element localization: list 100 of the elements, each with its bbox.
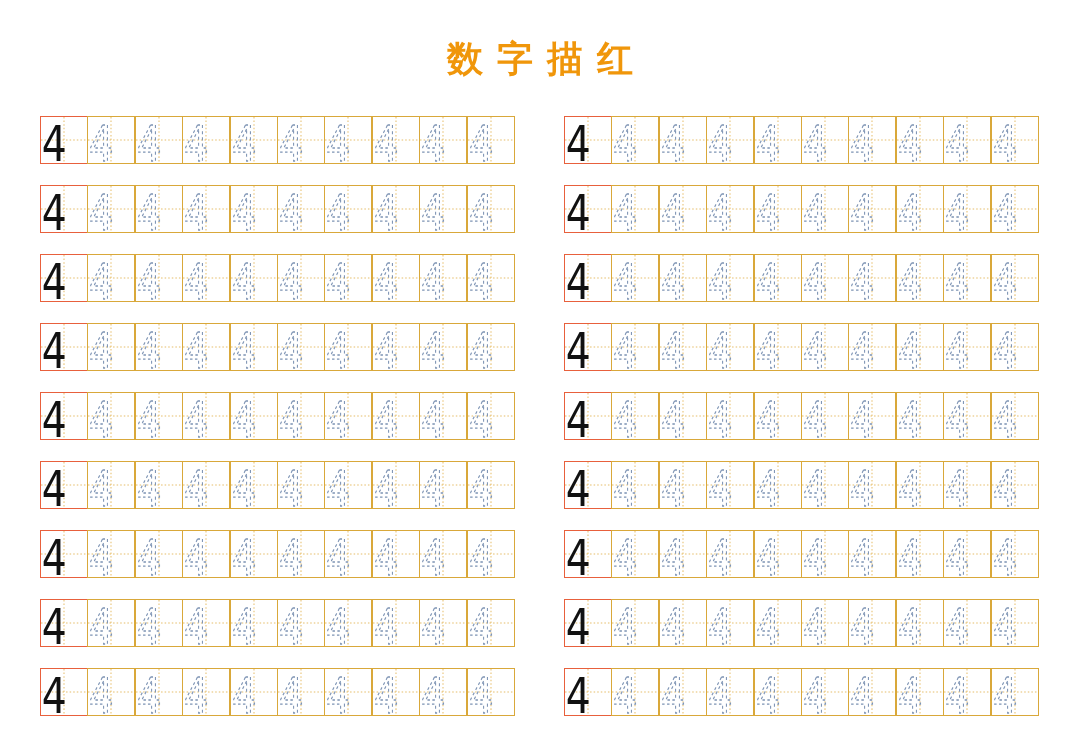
- tracing-digit: 4: [802, 322, 828, 379]
- tracing-digit: 4: [897, 391, 923, 448]
- model-digit: 4: [41, 667, 67, 724]
- tracing-digit: 4: [184, 598, 209, 655]
- tracing-digit: 4: [231, 667, 257, 724]
- tracing-digit: 4: [992, 529, 1018, 586]
- model-digit: 4: [41, 598, 67, 655]
- tracing-digit: 4: [421, 253, 446, 310]
- model-digit: 4: [41, 253, 67, 310]
- tracing-digit: 4: [326, 115, 352, 172]
- tracing-digit: 4: [421, 460, 446, 517]
- tracing-digit: 4: [945, 391, 970, 448]
- tracing-digit: 4: [231, 460, 257, 517]
- tracing-digit: 4: [326, 460, 352, 517]
- tracing-digit: 4: [89, 391, 115, 448]
- tracing-digit: 4: [660, 667, 686, 724]
- tracing-digit: 4: [755, 529, 781, 586]
- tracing-digit: 4: [850, 184, 876, 241]
- model-digit: 4: [565, 391, 591, 448]
- tracing-digit: 4: [373, 322, 399, 379]
- tracing-digit: 4: [326, 391, 352, 448]
- tracing-digit: 4: [468, 598, 494, 655]
- tracing-digit: 4: [184, 391, 209, 448]
- tracing-digit: 4: [278, 667, 304, 724]
- tracing-digit: 4: [184, 115, 209, 172]
- tracing-digit: 4: [184, 322, 209, 379]
- tracing-digit: 4: [992, 391, 1018, 448]
- tracing-digit: 4: [421, 184, 446, 241]
- tracing-digit: 4: [755, 598, 781, 655]
- tracing-digit: 4: [136, 115, 162, 172]
- tracing-digit: 4: [184, 529, 209, 586]
- tracing-digit: 4: [850, 115, 876, 172]
- tracing-digit: 4: [136, 598, 162, 655]
- tracing-digit: 4: [278, 529, 304, 586]
- tracing-digit: 4: [802, 253, 828, 310]
- tracing-digit: 4: [850, 391, 876, 448]
- tracing-digit: 4: [231, 184, 257, 241]
- tracing-digit: 4: [945, 529, 970, 586]
- tracing-digit: 4: [945, 184, 970, 241]
- tracing-digit: 4: [184, 460, 209, 517]
- tracing-digit: 4: [945, 598, 970, 655]
- tracing-digit: 4: [992, 667, 1018, 724]
- tracing-digit: 4: [326, 667, 352, 724]
- tracing-digit: 4: [897, 667, 923, 724]
- tracing-digit: 4: [897, 253, 923, 310]
- tracing-digit: 4: [421, 529, 446, 586]
- tracing-digit: 4: [468, 667, 494, 724]
- tracing-digit: 4: [231, 391, 257, 448]
- model-digit: 4: [41, 391, 67, 448]
- tracing-digit: 4: [231, 253, 257, 310]
- tracing-digit: 4: [897, 115, 923, 172]
- tracing-digit: 4: [326, 184, 352, 241]
- tracing-digit: 4: [945, 667, 970, 724]
- tracing-digit: 4: [660, 529, 686, 586]
- tracing-digit: 4: [136, 253, 162, 310]
- tracing-digit: 4: [326, 322, 352, 379]
- tracing-digit: 4: [660, 391, 686, 448]
- tracing-digit: 4: [945, 115, 970, 172]
- tracing-digit: 4: [755, 115, 781, 172]
- tracing-digit: 4: [468, 460, 494, 517]
- model-digit: 4: [41, 529, 67, 586]
- tracing-digit: 4: [613, 598, 639, 655]
- tracing-digit: 4: [613, 460, 639, 517]
- tracing-digit: 4: [660, 253, 686, 310]
- tracing-digit: 4: [755, 322, 781, 379]
- tracing-digit: 4: [897, 598, 923, 655]
- tracing-digit: 4: [660, 322, 686, 379]
- tracing-digit: 4: [421, 115, 446, 172]
- tracing-digit: 4: [850, 253, 876, 310]
- tracing-digit: 4: [755, 253, 781, 310]
- tracing-digit: 4: [373, 460, 399, 517]
- tracing-digit: 4: [613, 184, 639, 241]
- tracing-digit: 4: [89, 115, 115, 172]
- tracing-digit: 4: [708, 598, 733, 655]
- tracing-digit: 4: [755, 667, 781, 724]
- tracing-digit: 4: [945, 460, 970, 517]
- title: 数字描红: [445, 37, 647, 81]
- tracing-digit: 4: [897, 460, 923, 517]
- tracing-digit: 4: [326, 598, 352, 655]
- tracing-digit: 4: [660, 184, 686, 241]
- tracing-digit: 4: [326, 529, 352, 586]
- tracing-digit: 4: [136, 322, 162, 379]
- tracing-digit: 4: [89, 322, 115, 379]
- tracing-digit: 4: [89, 667, 115, 724]
- tracing-digit: 4: [613, 667, 639, 724]
- tracing-digit: 4: [136, 184, 162, 241]
- tracing-digit: 4: [89, 184, 115, 241]
- model-digit: 4: [41, 115, 67, 172]
- tracing-digit: 4: [468, 253, 494, 310]
- tracing-digit: 4: [468, 529, 494, 586]
- tracing-digit: 4: [278, 115, 304, 172]
- tracing-digit: 4: [468, 184, 494, 241]
- tracing-digit: 4: [184, 667, 209, 724]
- tracing-digit: 4: [136, 391, 162, 448]
- tracing-digit: 4: [278, 460, 304, 517]
- tracing-digit: 4: [755, 460, 781, 517]
- tracing-digit: 4: [468, 115, 494, 172]
- tracing-digit: 4: [850, 598, 876, 655]
- tracing-digit: 4: [421, 322, 446, 379]
- tracing-digit: 4: [660, 115, 686, 172]
